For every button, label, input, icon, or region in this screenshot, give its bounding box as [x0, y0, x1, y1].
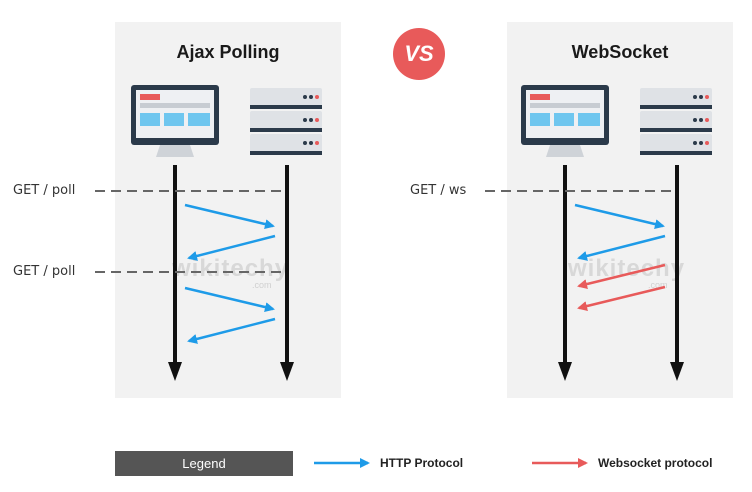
websocket-message-arrow — [577, 285, 666, 311]
get-poll-label: GET / poll — [13, 183, 76, 198]
websocket-message-arrow — [577, 263, 666, 289]
legend-http-label: HTTP Protocol — [380, 456, 464, 470]
http-request-arrow — [574, 203, 665, 230]
client-timeline-arrowhead — [558, 362, 572, 381]
legend-websocket-label: Websocket protocol — [598, 456, 713, 470]
get-poll-label: GET / poll — [13, 264, 76, 279]
vs-badge: VS — [393, 28, 445, 80]
http-response-arrow — [577, 234, 666, 261]
get-ws-label: GET / ws — [410, 183, 467, 198]
watermark-sub-right: .com — [648, 280, 668, 290]
ajax-polling-title: Ajax Polling — [176, 42, 280, 62]
server-timeline-arrowhead — [280, 362, 294, 381]
ajax-polling-panel — [115, 22, 341, 398]
server-timeline-arrowhead — [670, 362, 684, 381]
http-response-arrow — [187, 317, 276, 344]
client-monitor-icon — [131, 85, 219, 157]
server-icon — [250, 88, 322, 155]
http-request-arrow — [184, 203, 275, 230]
client-monitor-icon — [521, 85, 609, 157]
legend-title: Legend — [115, 451, 293, 476]
watermark-sub-left: .com — [252, 280, 272, 290]
websocket-title: WebSocket — [571, 42, 669, 62]
http-response-arrow — [187, 234, 276, 261]
websocket-panel — [507, 22, 733, 398]
server-icon — [640, 88, 712, 155]
client-timeline-arrowhead — [168, 362, 182, 381]
http-request-arrow — [184, 286, 275, 313]
